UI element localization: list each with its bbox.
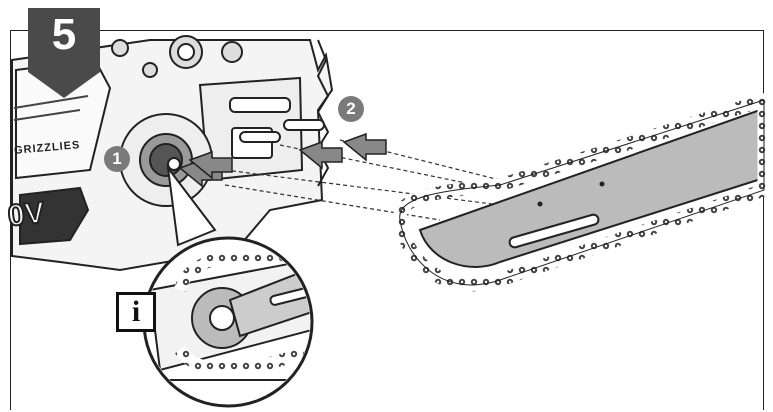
step-number: 5 bbox=[51, 10, 77, 59]
guide-pins bbox=[239, 119, 325, 143]
insert-arrows bbox=[178, 132, 387, 188]
guide-bar bbox=[418, 108, 766, 268]
callout-1: 1 bbox=[104, 146, 130, 172]
callout-1-label: 1 bbox=[112, 149, 122, 168]
step-number-badge: 5 bbox=[28, 8, 100, 98]
detail-magnifier bbox=[142, 236, 314, 408]
voltage-label: 0V bbox=[5, 195, 47, 234]
info-icon: i bbox=[116, 292, 156, 332]
callout-2: 2 bbox=[338, 96, 364, 122]
instruction-frame bbox=[10, 30, 764, 410]
magnifier-pointer bbox=[166, 164, 217, 247]
callout-2-label: 2 bbox=[346, 99, 356, 118]
info-label: i bbox=[131, 295, 141, 328]
